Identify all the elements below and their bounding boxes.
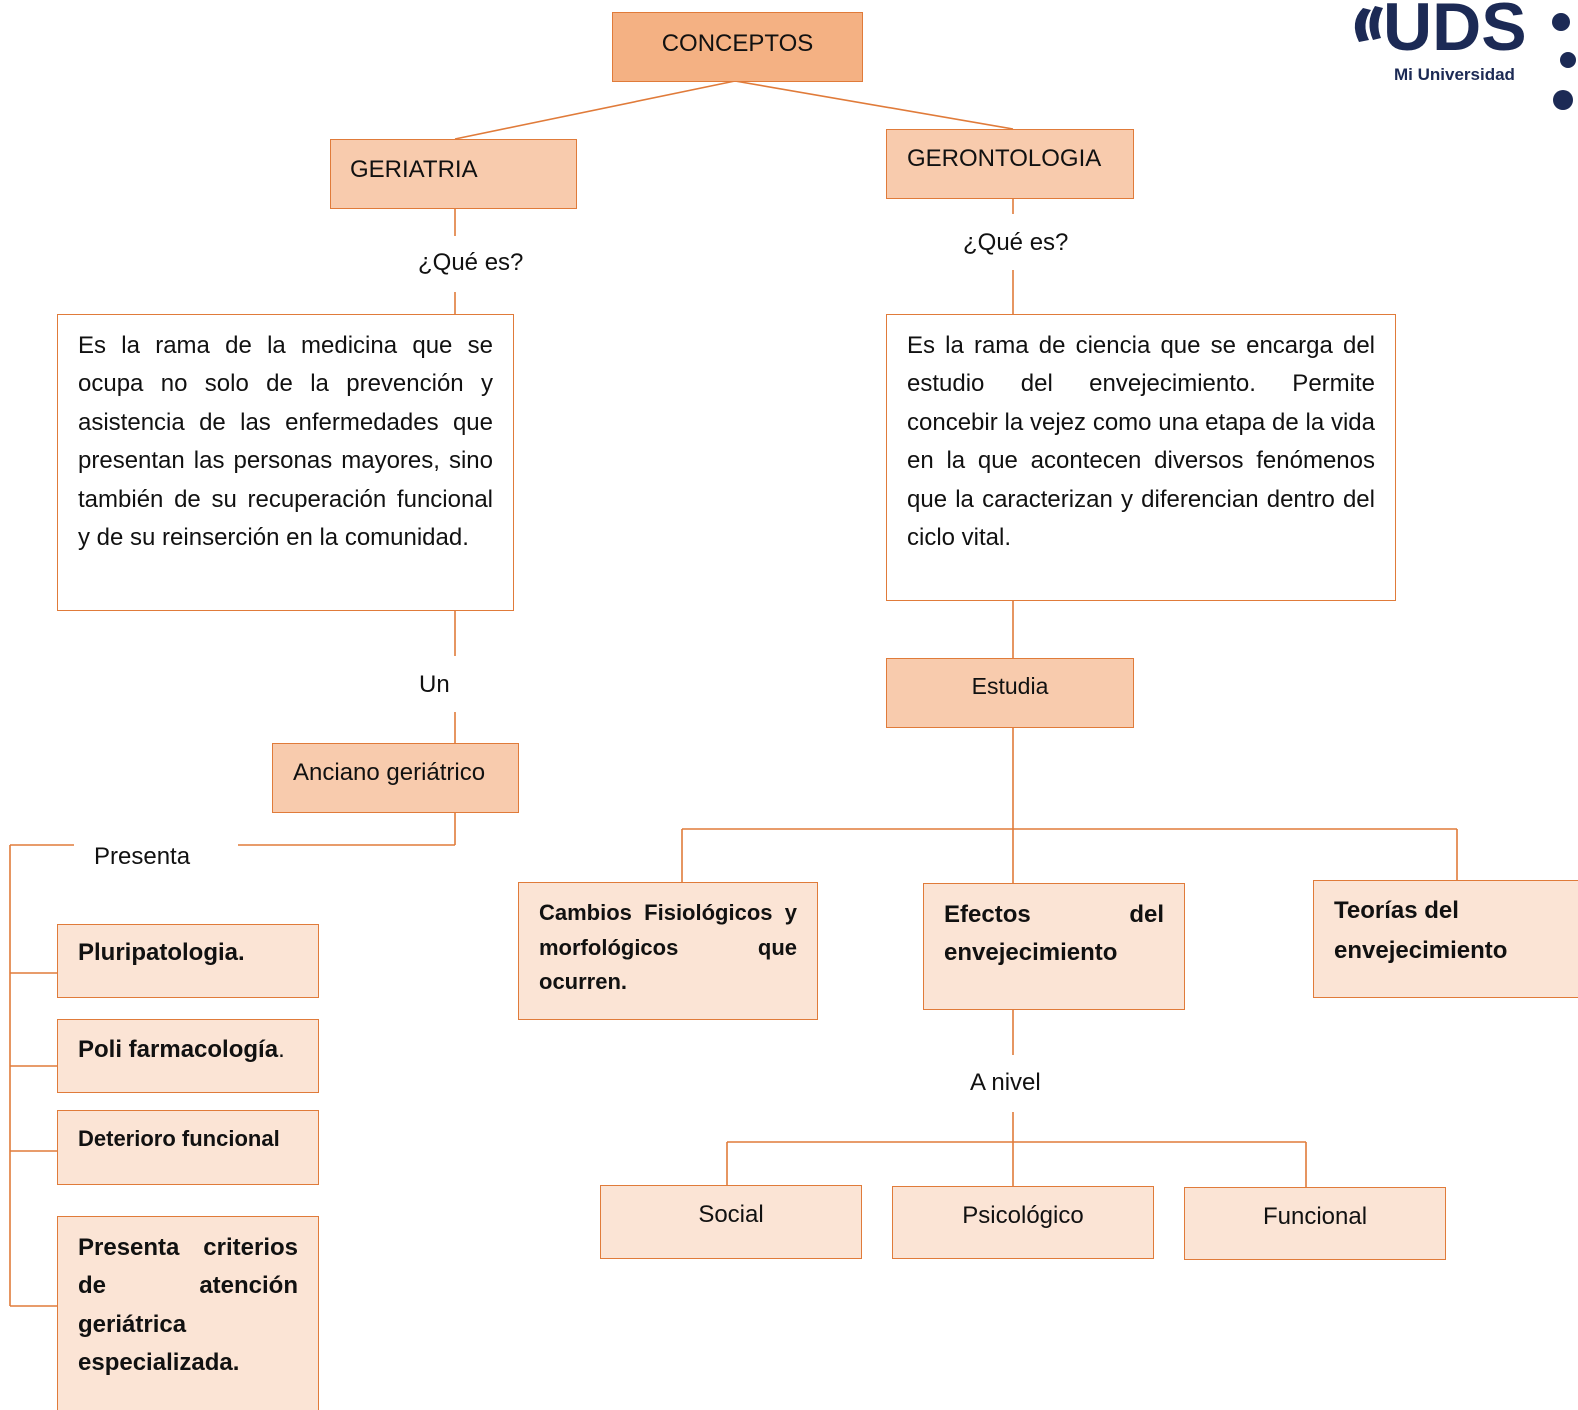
pluripatologia-label: Pluripatologia. <box>78 939 245 966</box>
cambios-label: Cambios Fisiológicos y morfológicos que … <box>539 900 797 994</box>
logo-dot <box>1553 90 1573 110</box>
connector <box>734 80 1014 130</box>
anciano-geriatrico-node: Anciano geriátrico <box>272 743 519 813</box>
logo-dot <box>1552 13 1570 31</box>
gerontologia-definition: Es la rama de ciencia que se encarga del… <box>907 332 1375 552</box>
polifarmacologia-node: Poli farmacología. <box>57 1019 319 1093</box>
cambios-node: Cambios Fisiológicos y morfológicos que … <box>518 882 818 1020</box>
polifarmacologia-label: Poli farmacología <box>78 1036 279 1063</box>
gerontologia-definition-box: Es la rama de ciencia que se encarga del… <box>886 314 1396 601</box>
estudia-node: Estudia <box>886 658 1134 728</box>
connector <box>454 80 736 140</box>
efectos-node: Efectos del envejecimiento <box>923 883 1185 1010</box>
psicologico-node: Psicológico <box>892 1186 1154 1259</box>
logo-subtitle: Mi Universidad <box>1394 65 1515 84</box>
social-node: Social <box>600 1185 862 1259</box>
geriatria-que-es-label: ¿Qué es? <box>418 249 524 277</box>
estudia-label: Estudia <box>971 673 1049 699</box>
geriatria-definition-box: Es la rama de la medicina que se ocupa n… <box>57 314 514 611</box>
deterioro-funcional-label: Deterioro funcional <box>78 1126 280 1151</box>
un-label: Un <box>419 671 450 699</box>
efectos-label: Efectos del envejecimiento <box>944 901 1164 967</box>
logo-swoosh <box>1354 8 1371 42</box>
criterios-node: Presenta criterios de atención geriátric… <box>57 1216 319 1410</box>
anciano-geriatrico-label: Anciano geriátrico <box>293 759 486 786</box>
root-node: CONCEPTOS <box>612 12 863 82</box>
geriatria-node: GERIATRIA <box>330 139 577 209</box>
logo-swoosh <box>1369 6 1383 40</box>
uds-logo: UDS Mi Universidad <box>1345 0 1578 112</box>
gerontologia-node: GERONTOLOGIA <box>886 129 1134 199</box>
gerontologia-que-es-label: ¿Qué es? <box>963 229 1069 257</box>
funcional-node: Funcional <box>1184 1187 1446 1260</box>
a-nivel-label: A nivel <box>970 1069 1041 1097</box>
polifarmacologia-period: . <box>278 1036 285 1063</box>
presenta-label: Presenta <box>94 843 191 871</box>
deterioro-funcional-node: Deterioro funcional <box>57 1110 319 1185</box>
funcional-label: Funcional <box>1262 1203 1368 1230</box>
social-label: Social <box>698 1201 764 1228</box>
teorias-label: Teorías del envejecimiento <box>1334 897 1508 964</box>
psicologico-label: Psicológico <box>962 1202 1084 1229</box>
root-label: CONCEPTOS <box>661 30 814 57</box>
criterios-label: Presenta criterios de atención geriátric… <box>78 1234 298 1377</box>
logo-text: UDS <box>1383 0 1527 65</box>
logo-dot <box>1560 52 1576 68</box>
geriatria-definition: Es la rama de la medicina que se ocupa n… <box>78 332 493 552</box>
teorias-node: Teorías del envejecimiento <box>1313 880 1578 998</box>
geriatria-title: GERIATRIA <box>350 156 478 183</box>
gerontologia-title: GERONTOLOGIA <box>907 145 1102 172</box>
pluripatologia-node: Pluripatologia. <box>57 924 319 998</box>
